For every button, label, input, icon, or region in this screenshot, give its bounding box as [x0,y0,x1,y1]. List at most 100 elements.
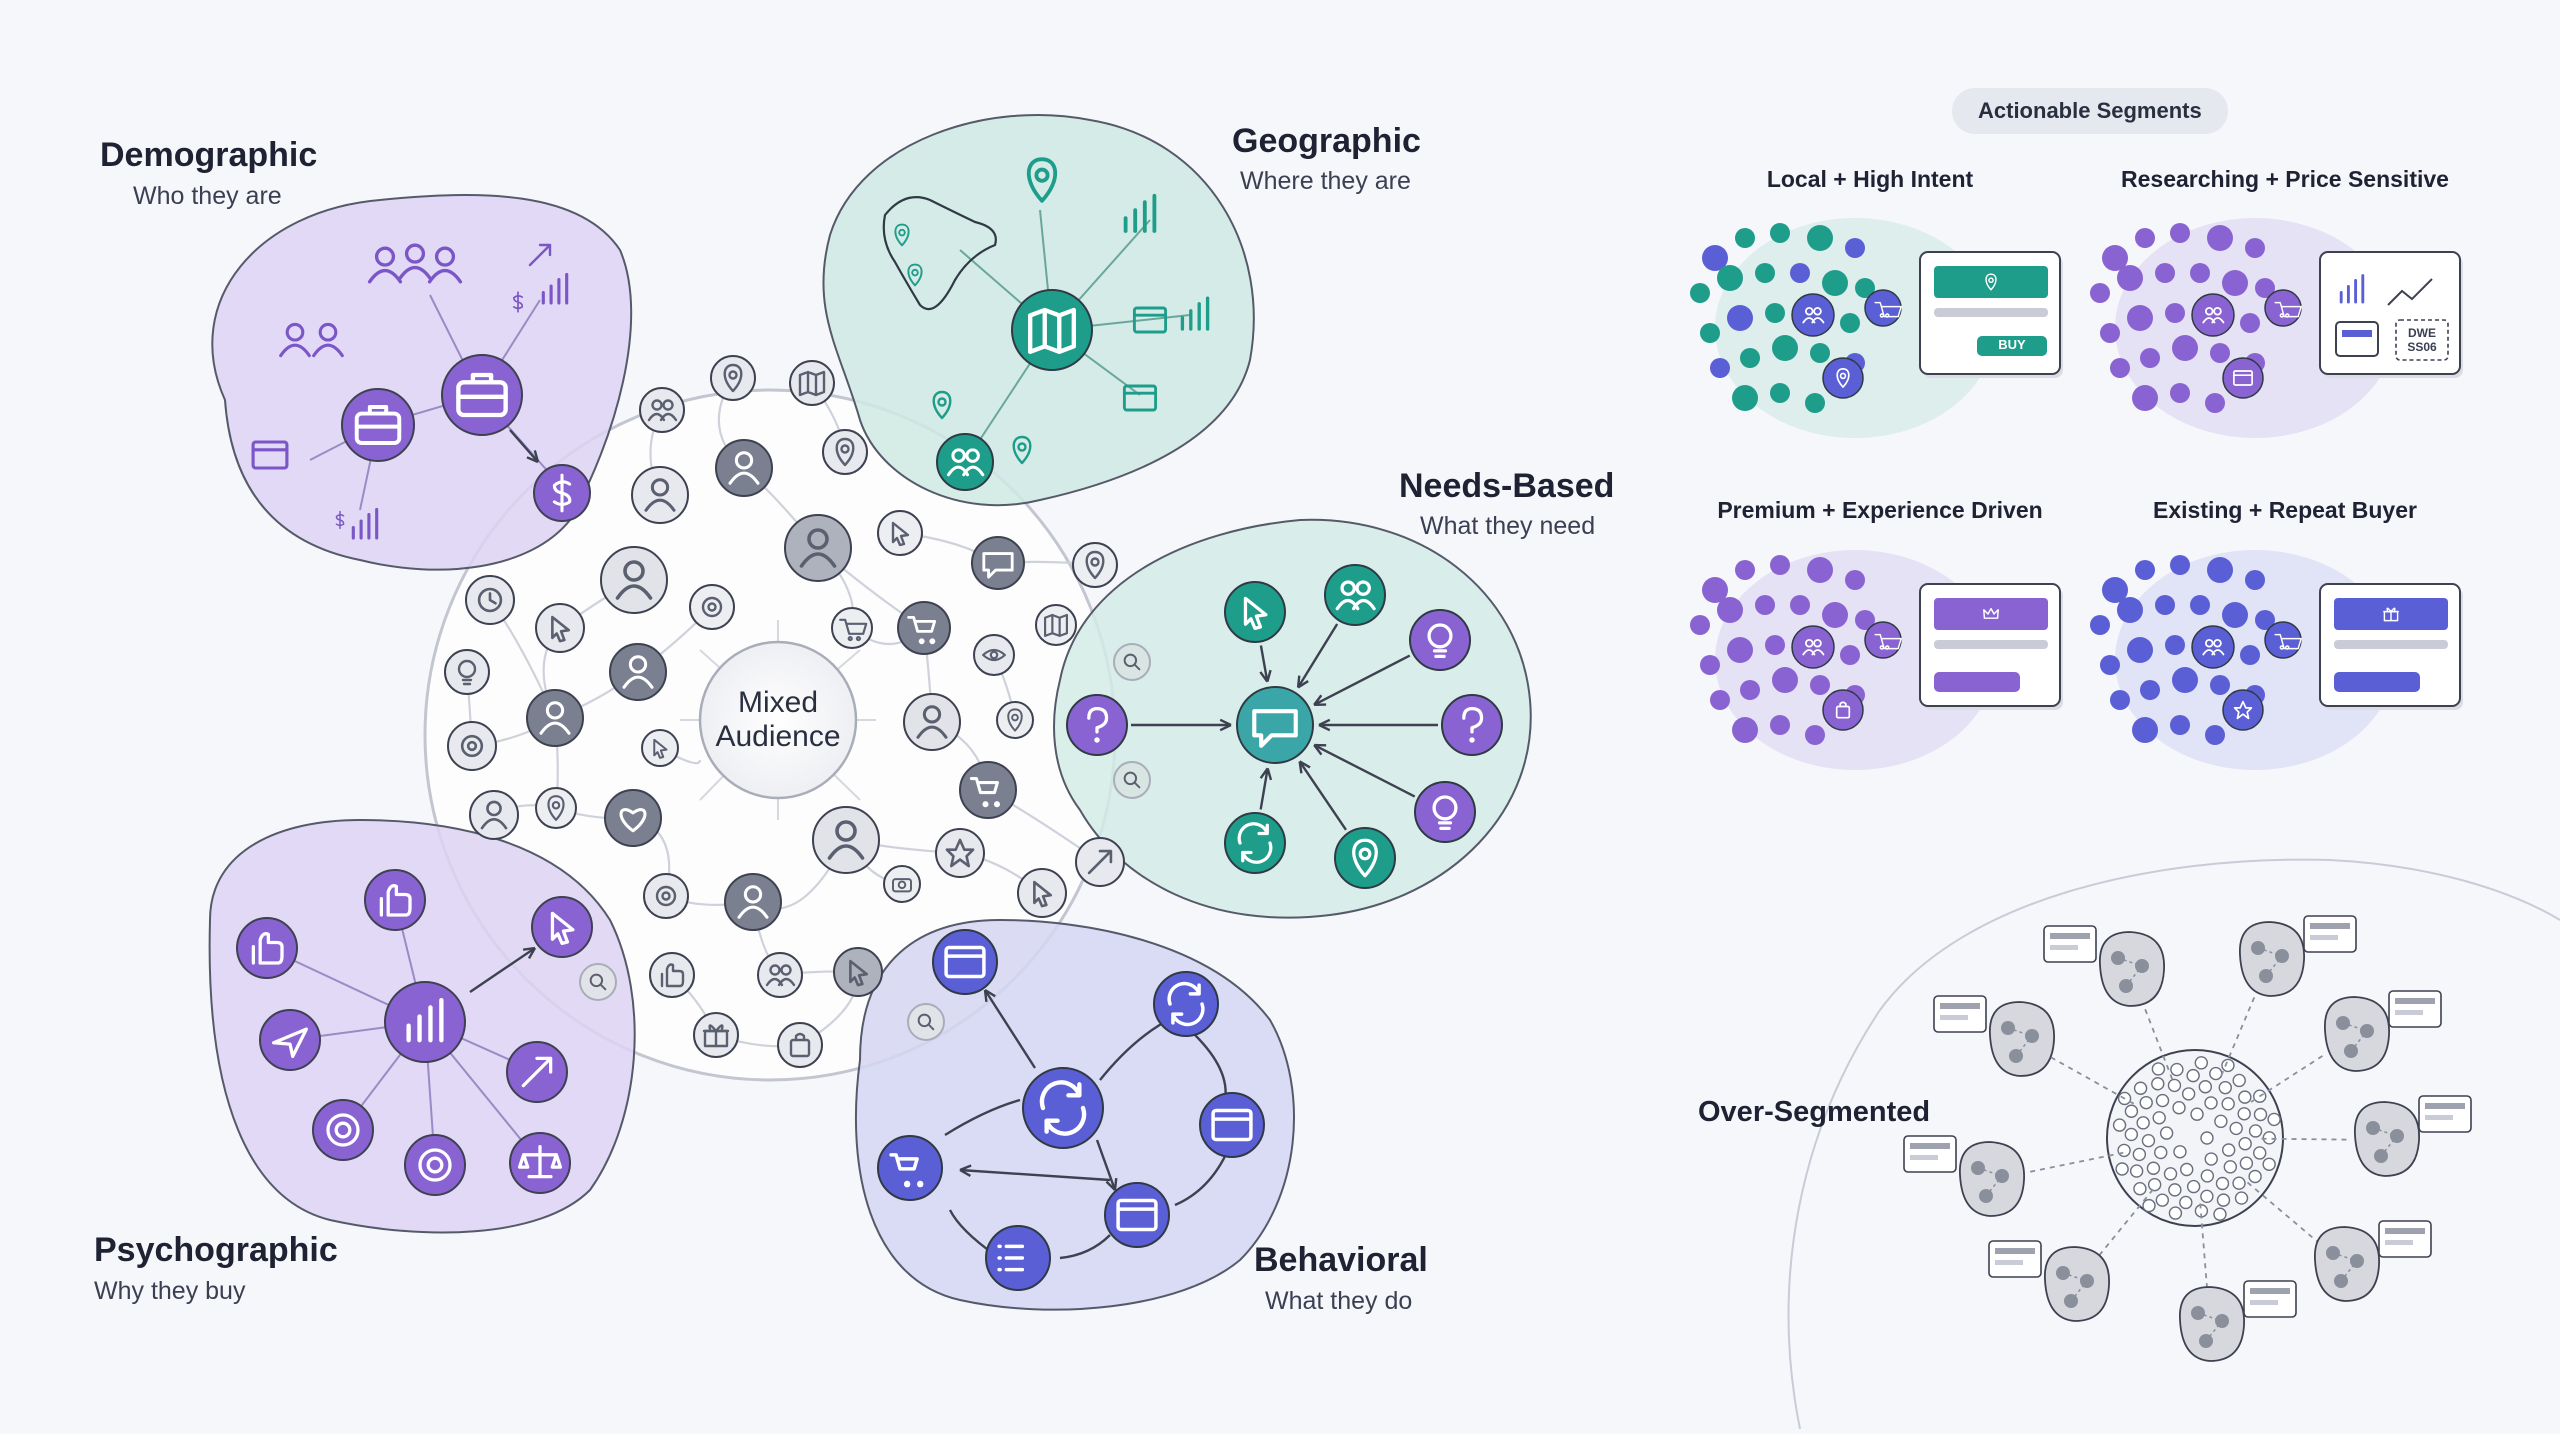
audience-pointer-node [833,947,883,997]
over-hub-dot [2172,1101,2186,1115]
price-tag-label: DWE SS06 [2397,326,2447,354]
cluster-dot [2190,263,2210,283]
demographic-blob [211,194,633,571]
cluster-dot [2110,690,2130,710]
over-hub-dot [2214,1114,2228,1129]
over-hub-dot [2124,1104,2139,1118]
cluster-dot [2110,358,2130,378]
over-hub-dot [2179,1195,2193,1210]
cluster-dot [2210,343,2230,363]
over-hub-dot [2194,1056,2209,1070]
cluster-dot [2090,615,2110,635]
needs-question-node [1066,694,1128,756]
cluster-dot [1790,263,1810,283]
card-3-button[interactable] [1934,672,2020,692]
over-satellite [1933,995,2055,1077]
audience-camera-node [883,865,921,903]
cluster-dot [1710,690,1730,710]
audience-cart-node [959,761,1017,819]
cluster-dot [2117,265,2143,291]
cluster-dot [2132,717,2158,743]
card-4-button[interactable] [2334,672,2420,692]
cluster-dot [2132,385,2158,411]
over-hub-dot [2154,1145,2168,1160]
arrow-head [1296,675,1309,689]
audience-person-node [715,439,773,497]
arrow-head [1318,718,1331,732]
behav-arrow [959,1168,1111,1182]
card-4-title: Existing + Repeat Buyer [2153,497,2417,523]
cluster-dot [2205,725,2225,745]
over-satellite [2354,1095,2472,1177]
arrow-head [1313,743,1327,756]
over-hub-dot [2200,1189,2214,1204]
over-hub-dot [2181,1087,2196,1101]
over-hub-dot [2117,1143,2131,1158]
over-hub-dot [2186,1068,2200,1083]
needs-cycle-node [1224,812,1286,874]
cluster-dot [2135,228,2155,248]
center-label-line2: Audience [715,720,841,753]
cluster-dot [2172,335,2198,361]
cluster-dot [2165,635,2185,655]
cluster-dot [1710,358,1730,378]
over-link [2250,1052,2327,1103]
cluster-dot [1732,385,1758,411]
cluster-dot [1765,303,1785,323]
audience-pointer-node [877,510,923,556]
center-label-line1: Mixed [737,686,819,719]
psycho-thumb-node [236,917,298,979]
cluster-hub [2191,625,2235,669]
cluster-dot [1740,348,1760,368]
audience-pin-node [535,787,577,829]
over-hub-dot [2142,1198,2156,1213]
cluster-dot [2245,238,2265,258]
over-hub-dot [2232,1073,2246,1088]
cluster-dot [2205,393,2225,413]
cluster-dot [1755,263,1775,283]
cluster-dot [2190,595,2210,615]
audience-cart-node [897,601,951,655]
over-hub-dot [2237,1107,2251,1121]
over-segmented-title: Over-Segmented [1698,1096,1931,1128]
center-label: Mixed Audience [700,686,856,754]
cluster-dot [1732,717,1758,743]
cluster-dot [1770,383,1790,403]
over-hub-dot [2267,1112,2281,1127]
over-hub-dot [2115,1162,2129,1176]
audience-bag-node [777,1022,823,1068]
needs-search-node [1113,643,1151,681]
audience-heart-node [604,789,662,847]
over-hub-dot [2253,1107,2268,1122]
over-link [2140,999,2174,1080]
cluster-icon [1822,689,1864,731]
behav-search-node [907,1003,945,1041]
cluster-dot [1770,223,1790,243]
over-hub-dot [2221,1097,2235,1111]
buy-button[interactable] [1977,336,2047,356]
over-satellite [2324,990,2442,1072]
cluster-dot [1805,725,1825,745]
demographic-briefcase-node [341,388,415,462]
cluster-icon [1822,357,1864,399]
behav-list-node [985,1225,1051,1291]
card-3-mockup [1919,583,2063,710]
over-satellite [2043,925,2165,1007]
psychographic-subtitle: Why they buy [94,1277,246,1305]
over-hub-dot [2204,1152,2218,1166]
cluster-icon-2 [1864,289,1902,327]
psycho-pointer-node [531,896,593,958]
over-hub-dot [2167,1078,2182,1093]
over-link [2199,1203,2209,1292]
over-satellite [1988,1240,2110,1322]
audience-person-node [812,806,880,874]
cluster-dot [2127,305,2153,331]
demographic-briefcase-main-node [441,354,523,436]
audience-clock-node [465,575,515,625]
audience-map-node [1035,604,1077,646]
audience-star-node [935,828,985,878]
needs-bulb-node [1414,781,1476,843]
over-hub-dot [2180,1162,2194,1177]
cluster-dot [1772,335,1798,361]
card-2-mockup [2319,251,2463,378]
